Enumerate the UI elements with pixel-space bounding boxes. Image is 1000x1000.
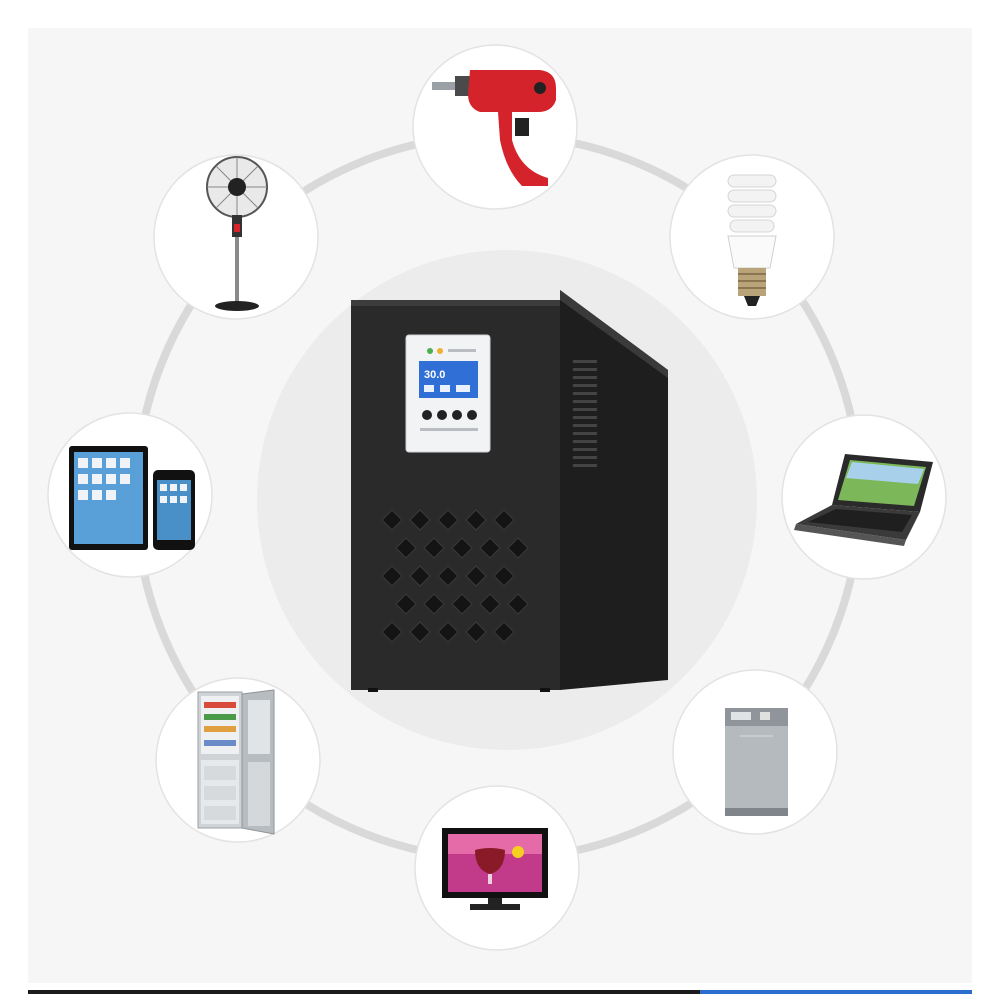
panel-button-3[interactable]	[452, 410, 462, 420]
refrigerator-icon	[197, 689, 275, 835]
vent-diamond	[381, 565, 403, 587]
washing-machine-icon	[725, 708, 788, 816]
cfl-bulb-icon	[727, 174, 777, 306]
vent-diamond	[493, 509, 515, 531]
vent-diamond	[507, 537, 529, 559]
vent-diamond	[381, 621, 403, 643]
laptop-icon	[794, 454, 933, 546]
vent-diamond	[493, 621, 515, 643]
vent-diamond	[437, 509, 459, 531]
refrigerator-item	[155, 677, 321, 843]
television-icon	[442, 828, 548, 910]
washing-machine-item	[672, 669, 838, 835]
vent-diamond	[381, 509, 403, 531]
vent-diamond	[437, 565, 459, 587]
laptop-item	[781, 414, 947, 580]
vent-diamond	[409, 509, 431, 531]
bottom-accent	[700, 990, 972, 994]
vent-diamond	[409, 621, 431, 643]
standing-fan-icon	[206, 156, 268, 311]
lcd-reading: 30.0	[424, 369, 445, 381]
vent-diamond	[423, 593, 445, 615]
panel-button-2[interactable]	[437, 410, 447, 420]
inverter-ups-cabinet-icon: 30.0	[351, 290, 668, 692]
tablet-phone-item	[47, 412, 213, 578]
vent-diamond	[409, 565, 431, 587]
panel-button-1[interactable]	[422, 410, 432, 420]
cfl-bulb-item	[669, 154, 835, 320]
vent-diamond	[465, 621, 487, 643]
vent-diamond	[451, 537, 473, 559]
front-vent-grille	[381, 509, 529, 643]
vent-diamond	[493, 565, 515, 587]
vent-diamond	[395, 537, 417, 559]
vent-diamond	[437, 621, 459, 643]
electric-drill-item	[412, 44, 578, 210]
tablet-and-phone-icon	[69, 446, 195, 550]
vent-diamond	[451, 593, 473, 615]
vent-diamond	[465, 565, 487, 587]
vent-diamond	[507, 593, 529, 615]
vent-diamond	[479, 537, 501, 559]
vent-diamond	[479, 593, 501, 615]
standing-fan-item	[153, 154, 319, 320]
vent-diamond	[423, 537, 445, 559]
vent-diamond	[395, 593, 417, 615]
bottom-rule	[28, 990, 972, 994]
electric-drill-icon	[432, 70, 556, 186]
panel-button-4[interactable]	[467, 410, 477, 420]
television-item	[414, 785, 580, 951]
vent-diamond	[465, 509, 487, 531]
